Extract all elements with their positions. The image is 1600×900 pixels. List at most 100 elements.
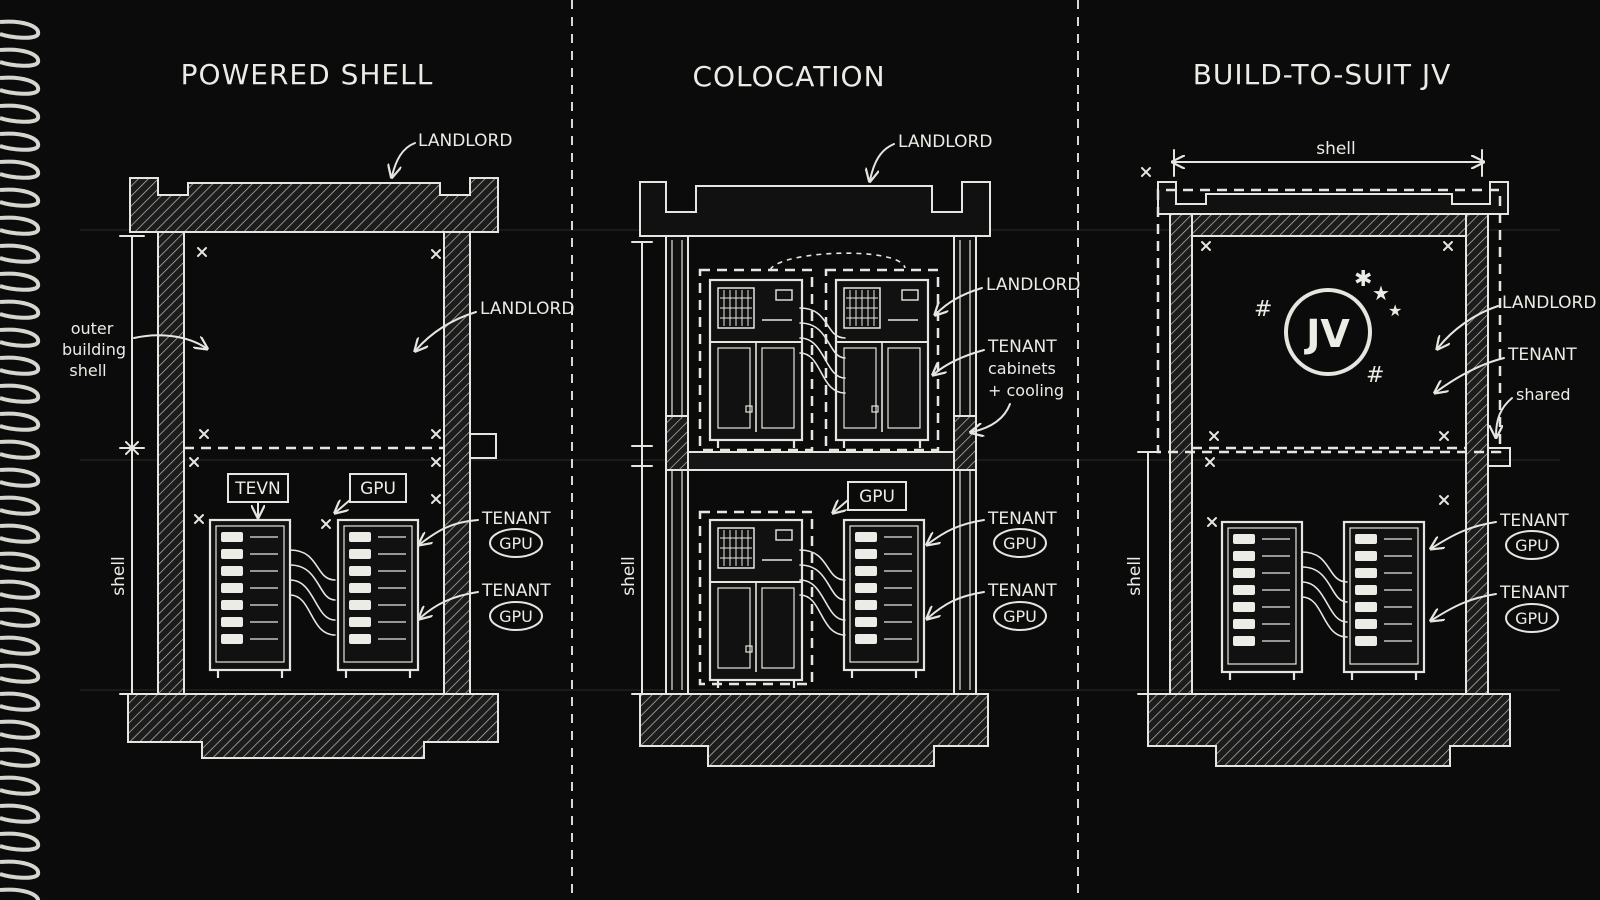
dimension-line	[1137, 451, 1159, 695]
spiral-coil	[0, 103, 41, 124]
spiral-coil	[0, 327, 41, 348]
star-icons: ✱ ★ ★ # #	[1254, 267, 1402, 388]
label-shell: shell	[69, 361, 106, 380]
label-dim-shell: shell	[109, 556, 129, 596]
tag-gpu: GPU	[360, 479, 396, 499]
spiral-binding	[0, 19, 41, 900]
cabinet-upper-left	[708, 278, 804, 450]
panel-title: BUILD-TO-SUIT JV	[1193, 58, 1452, 91]
label-gpu-1: GPU	[1003, 534, 1037, 553]
tag-box	[349, 473, 407, 503]
label-top-shell: shell	[1316, 139, 1356, 159]
label-tenant-2: TENANT	[481, 581, 551, 601]
label-roof-landlord: LANDLORD	[418, 131, 512, 151]
roof-slab	[639, 181, 991, 237]
svg-text:✱: ✱	[1354, 267, 1372, 292]
spiral-coil	[0, 579, 41, 600]
label-cooling: + cooling	[988, 381, 1064, 400]
label-gpu-1: GPU	[499, 534, 533, 553]
spiral-coil	[0, 663, 41, 684]
spiral-coil	[0, 299, 41, 320]
spiral-coil	[0, 75, 41, 96]
label-landlord: LANDLORD	[1502, 293, 1596, 313]
label-tenant-right: TENANT	[987, 337, 1057, 357]
shared-envelope	[1156, 188, 1502, 454]
right-wall	[1465, 213, 1489, 695]
left-wall	[157, 231, 185, 695]
server-rack-right	[1342, 520, 1426, 682]
label-tenant-1: TENANT	[481, 509, 551, 529]
corner-marks	[189, 247, 441, 529]
server-rack-right	[336, 518, 420, 680]
spiral-coil	[0, 19, 41, 40]
foundation	[1147, 693, 1511, 767]
cable-bundle	[799, 549, 846, 636]
top-dimension	[1174, 149, 1482, 177]
server-rack-lower	[842, 518, 926, 680]
spiral-coil	[0, 635, 41, 656]
tag-gpu: GPU	[859, 487, 895, 507]
cable-bundle	[1301, 551, 1348, 638]
server-rack-left	[1220, 520, 1304, 682]
panel-title: COLOCATION	[692, 60, 885, 93]
cable-bundle	[289, 549, 336, 636]
spiral-coil	[0, 159, 41, 180]
label-tenant: TENANT	[1507, 345, 1577, 365]
spiral-coil	[0, 271, 41, 292]
tag-box	[847, 481, 907, 511]
svg-text:★: ★	[1372, 281, 1390, 305]
spiral-coil	[0, 355, 41, 376]
spiral-coil	[0, 887, 40, 900]
spiral-coil	[0, 47, 41, 68]
spiral-coil	[0, 747, 41, 768]
label-tenant-2: TENANT	[1499, 583, 1569, 603]
label-outer: outer	[71, 319, 114, 338]
spiral-coil	[0, 467, 41, 488]
tag-box	[227, 473, 289, 503]
spiral-coil	[0, 607, 41, 628]
spiral-coil	[0, 775, 41, 796]
cage-upper-left	[698, 268, 814, 452]
label-shared: shared	[1516, 385, 1571, 404]
spiral-coil	[0, 215, 41, 236]
spiral-coil	[0, 859, 41, 880]
spiral-coil	[0, 383, 41, 404]
mezzanine-floor	[687, 451, 955, 471]
svg-text:#: #	[1366, 363, 1384, 388]
spiral-coil	[0, 719, 41, 740]
panel-title: POWERED SHELL	[181, 58, 434, 91]
panel-powered-shell: POWERED SHELL TEVN GPU LANDLORD LANDLOR	[62, 58, 574, 759]
label-tenant-2: TENANT	[987, 581, 1057, 601]
panel-build-to-suit-jv: BUILD-TO-SUIT JV shell JV ✱ ★ ★ # #	[1125, 58, 1596, 767]
label-landlord-right: LANDLORD	[986, 275, 1080, 295]
jv-logo: JV	[1303, 312, 1350, 356]
label-roof-landlord: LANDLORD	[898, 132, 992, 152]
label-cabinets: cabinets	[988, 359, 1056, 378]
roof-slab	[1189, 213, 1469, 237]
tag-tevn: TEVN	[234, 479, 280, 499]
right-wall	[443, 231, 471, 695]
foundation	[639, 693, 989, 767]
left-wall	[1169, 213, 1193, 695]
cage-lower-left	[698, 510, 814, 686]
spiral-coil	[0, 439, 41, 460]
label-hall-landlord: LANDLORD	[480, 299, 574, 319]
label-gpu-2: GPU	[1003, 607, 1037, 626]
roof-slab	[129, 177, 499, 233]
dimension-line	[119, 235, 145, 695]
panel-colocation: COLOCATION GPU LANDLORD LANDLORD TE	[619, 60, 1080, 767]
foundation	[127, 693, 499, 759]
spiral-coil	[0, 131, 41, 152]
server-rack-left	[208, 518, 292, 680]
dimension-line	[631, 241, 653, 695]
spiral-coil	[0, 243, 41, 264]
spiral-coil	[0, 411, 41, 432]
spiral-coil	[0, 187, 41, 208]
svg-text:★: ★	[1388, 301, 1402, 320]
cabinet-lower-left	[708, 518, 804, 690]
label-building: building	[62, 340, 126, 359]
spiral-coil	[0, 803, 41, 824]
label-tenant-1: TENANT	[1499, 511, 1569, 531]
jv-logo-ring	[1284, 288, 1372, 376]
